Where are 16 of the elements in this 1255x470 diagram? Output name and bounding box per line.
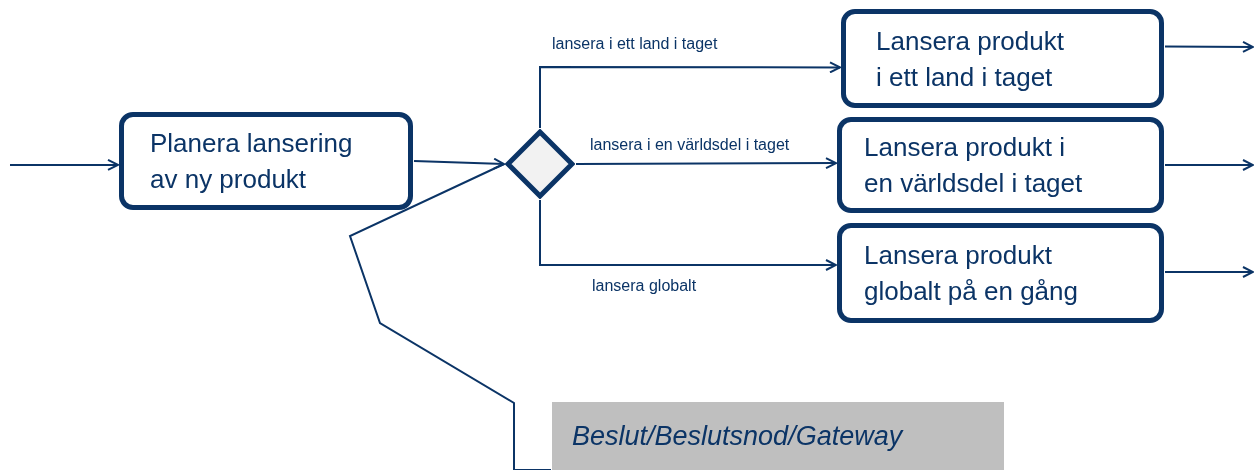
arrow [1164, 159, 1254, 171]
edge-label: lansera globalt [592, 276, 698, 296]
arrow [539, 199, 837, 271]
arrow [539, 61, 841, 129]
arrow [1164, 266, 1254, 278]
process-box: Lansera produkt i en världsdel i taget [837, 117, 1164, 213]
leader-line [348, 163, 552, 470]
edge-label: lansera i ett land i taget [552, 34, 719, 54]
note-box: Beslut/Beslutsnod/Gateway [552, 402, 1004, 470]
arrow [1164, 40, 1254, 53]
arrow [9, 158, 119, 171]
arrow [575, 157, 837, 170]
process-box: Lansera produkt i ett land i taget [841, 9, 1164, 108]
edge-label: lansera i en världsdel i taget [590, 135, 791, 155]
process-box: Planera lansering av ny produkt [119, 112, 413, 210]
process-box: Lansera produkt globalt på en gång [837, 223, 1164, 323]
